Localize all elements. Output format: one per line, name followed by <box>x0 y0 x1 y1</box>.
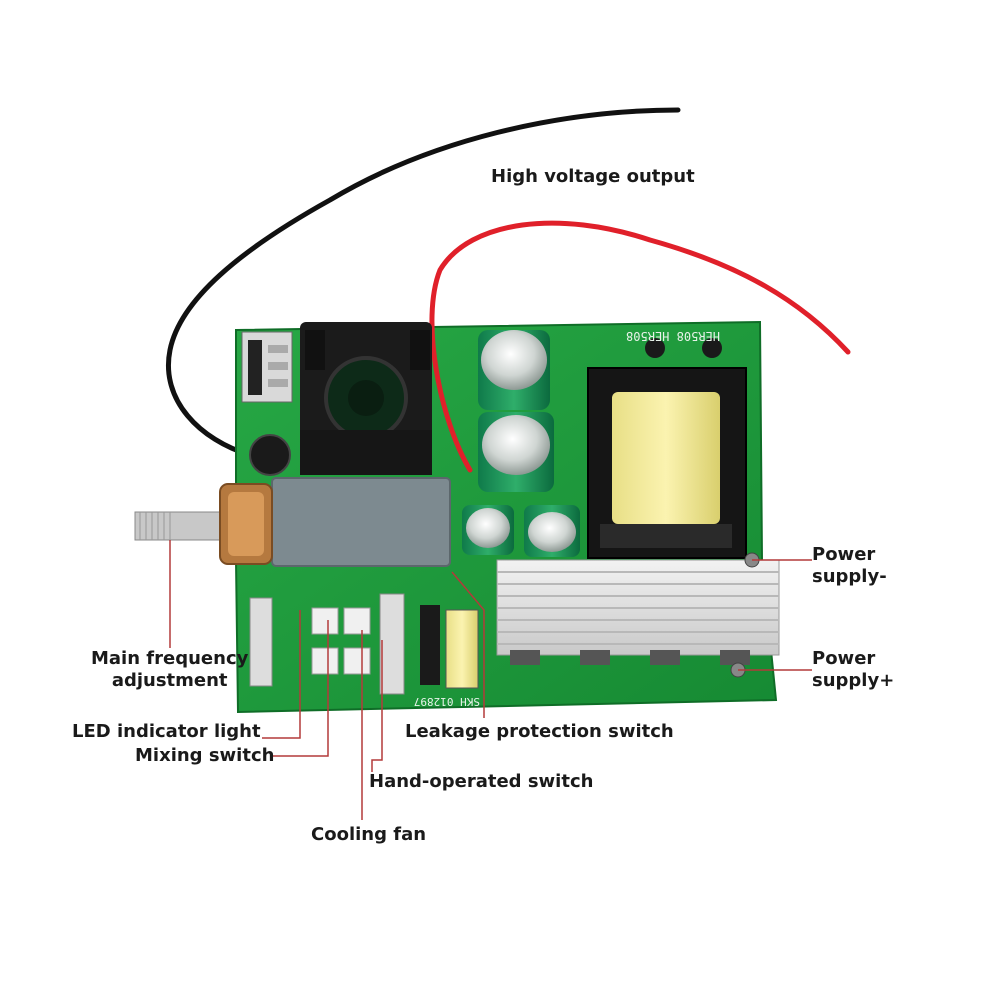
board-marking: SKH 012897 <box>414 695 480 708</box>
label-led-indicator-light: LED indicator light <box>72 721 261 742</box>
label-main-frequency-line2: adjustment <box>111 670 228 691</box>
ic-chip <box>420 605 440 685</box>
callout-hand-switch <box>371 640 383 772</box>
flyback-core <box>300 322 432 475</box>
label-power-supply-plus: Power supply+ <box>812 648 894 692</box>
label-power-supply-plus-line1: Power <box>812 648 876 669</box>
small-black-capacitor <box>249 434 291 476</box>
label-main-frequency-line1: Main frequency <box>91 648 249 669</box>
callout-lines <box>169 540 812 820</box>
label-hand-operated-switch: Hand-operated switch <box>369 771 594 792</box>
label-leakage-protection-switch: Leakage protection switch <box>405 721 674 742</box>
callout-leakage <box>451 571 485 718</box>
inductor-coil <box>445 609 479 689</box>
label-power-supply-minus-line2: supply- <box>812 566 887 587</box>
mosfet-bracket <box>241 331 293 403</box>
label-high-voltage-output: High voltage output <box>491 166 695 187</box>
transformer-marking: HER508 HER508 <box>626 329 720 343</box>
switch-connectors <box>249 593 405 695</box>
potentiometer <box>134 483 273 565</box>
label-power-supply-minus: Power supply- <box>812 544 887 588</box>
callout-led <box>262 610 301 739</box>
label-mixing-switch: Mixing switch <box>135 745 275 766</box>
black-output-wire <box>166 107 681 458</box>
output-diodes <box>645 338 722 358</box>
label-main-frequency-adjustment: Main frequency adjustment <box>91 648 248 692</box>
electrolytic-capacitors <box>462 330 580 557</box>
heatsink <box>496 559 780 665</box>
film-capacitor <box>271 477 451 567</box>
label-power-supply-minus-line1: Power <box>812 544 876 565</box>
transformer <box>587 367 747 559</box>
red-output-wire <box>429 220 851 473</box>
label-cooling-fan: Cooling fan <box>311 824 427 845</box>
label-power-supply-plus-line2: supply+ <box>812 670 895 691</box>
callout-mixing <box>272 620 329 757</box>
